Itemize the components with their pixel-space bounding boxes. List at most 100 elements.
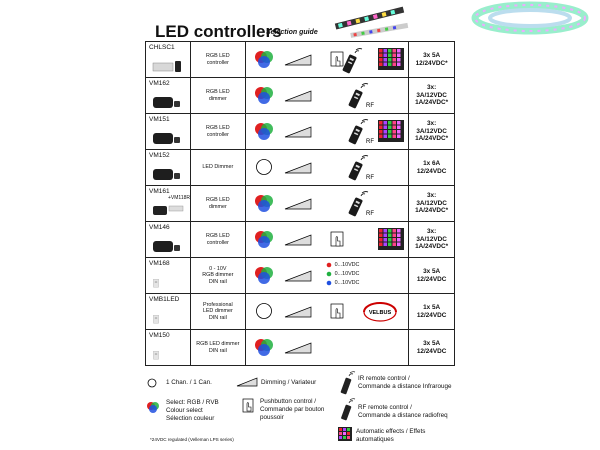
product-cell: VM151	[144, 113, 192, 150]
spec-line: 1x 6A	[423, 159, 441, 167]
description-line: RGB LED	[205, 53, 230, 60]
voltage-label: 0...10VDC	[334, 262, 360, 268]
spec-line: 3A/12VDC	[416, 127, 447, 135]
features-cell: RF	[244, 149, 410, 186]
product-code: VM146	[149, 224, 170, 231]
spec-line: 3x:	[426, 191, 437, 199]
colour-select-icon	[254, 123, 273, 140]
dimming-icon	[284, 198, 311, 210]
spec-line: 12/24VDC	[416, 311, 447, 319]
spec-line: 1x 5A	[423, 303, 441, 311]
velbus-logo-text: VELBUS	[368, 310, 391, 316]
legend-single-channel: 1 Chan. / 1 Can.	[166, 379, 212, 386]
product-cell: CHLSC1	[144, 41, 192, 78]
description-line: LED dimmer	[202, 308, 233, 315]
product-photo-icon	[153, 315, 159, 324]
voltage-label: 0...10VDC	[334, 271, 360, 277]
description-line: controller	[206, 239, 229, 246]
channel-dot-icon	[326, 271, 331, 277]
features-cell: RF	[244, 113, 410, 150]
legend-ir-remote: IR remote control / Commande a distance …	[358, 375, 452, 390]
spec-line: 3x 5A	[423, 51, 441, 59]
dimming-icon	[236, 377, 258, 387]
rf-remote-icon: RF	[348, 119, 374, 145]
product-photo-icon	[153, 97, 180, 108]
legend-colour-select: Select: RGB / RVB Colour select Sélectio…	[166, 399, 219, 422]
description-line: Professional	[202, 302, 233, 309]
dimming-icon	[284, 126, 311, 138]
rf-label: RF	[366, 103, 374, 109]
product-sub-code: +VM118R	[168, 195, 191, 201]
pushbutton-icon	[330, 231, 343, 247]
spec-line: 12/24VDC	[416, 347, 447, 355]
automatic-effects-icon	[338, 427, 352, 441]
features-cell: RF	[244, 185, 410, 222]
spec-line: 3A/12VDC	[416, 235, 447, 243]
product-cell: VMB1LED	[144, 293, 192, 330]
legend-pushbutton: Pushbutton control / Commande par bouton…	[260, 398, 325, 421]
rf-remote-icon	[341, 398, 356, 421]
description-line: DIN rail	[208, 314, 227, 321]
spec-line: 3A/12VDC	[416, 199, 447, 207]
colour-select-icon	[254, 195, 273, 212]
page-title: LED controllers	[155, 22, 282, 41]
dimming-icon	[284, 54, 311, 66]
description-line: DIN rail	[208, 278, 227, 285]
spec-line: 3x:	[426, 227, 437, 235]
features-cell: RF	[244, 77, 410, 114]
channel-dot-icon	[326, 280, 331, 286]
footnote: *24VDC regulated (Velleman LPS series)	[150, 437, 234, 442]
description-line: RGB LED	[205, 89, 230, 96]
description-line: RGB dimmer	[202, 272, 234, 279]
colour-select-icon	[254, 267, 273, 284]
product-code: VM162	[149, 80, 170, 87]
description-line: RGB LED	[205, 125, 230, 132]
led-strip-photo	[334, 1, 589, 38]
product-code: VM168	[149, 260, 170, 267]
spec-line: 12/24VDC	[416, 167, 447, 175]
description-line: RGB LED	[205, 233, 230, 240]
dimming-icon	[284, 162, 311, 174]
product-photo-icon	[153, 241, 180, 252]
ir-remote-icon	[340, 371, 356, 395]
automatic-effects-icon	[377, 120, 404, 142]
product-cell: VM146	[144, 221, 192, 258]
product-cell: VM168	[144, 257, 192, 294]
features-cell	[244, 221, 410, 258]
features-cell	[244, 329, 410, 366]
product-code: VM161	[149, 188, 170, 195]
colour-select-icon	[254, 231, 273, 248]
spec-line: 3A/12VDC	[416, 91, 447, 99]
product-code: VM152	[149, 152, 170, 159]
dimming-icon	[284, 270, 311, 282]
rf-label: RF	[366, 211, 374, 217]
spec-line: 12/24VDC	[416, 275, 447, 283]
spec-line: 3x 5A	[423, 339, 441, 347]
description-line: dimmer	[208, 203, 227, 210]
product-code: VM150	[149, 332, 170, 339]
spec-line: 12/24VDC*	[415, 59, 448, 67]
product-code: VMB1LED	[149, 296, 180, 303]
rf-remote-icon: RF	[348, 83, 374, 109]
description-line: 0 - 10V	[209, 266, 227, 273]
dimming-icon	[284, 234, 311, 246]
product-photo-icon	[153, 351, 159, 360]
dimming-icon	[284, 306, 311, 318]
spec-line: 1A/24VDC*	[415, 99, 449, 107]
features-cell	[244, 41, 410, 78]
description-line: LED Dimmer	[202, 164, 234, 171]
